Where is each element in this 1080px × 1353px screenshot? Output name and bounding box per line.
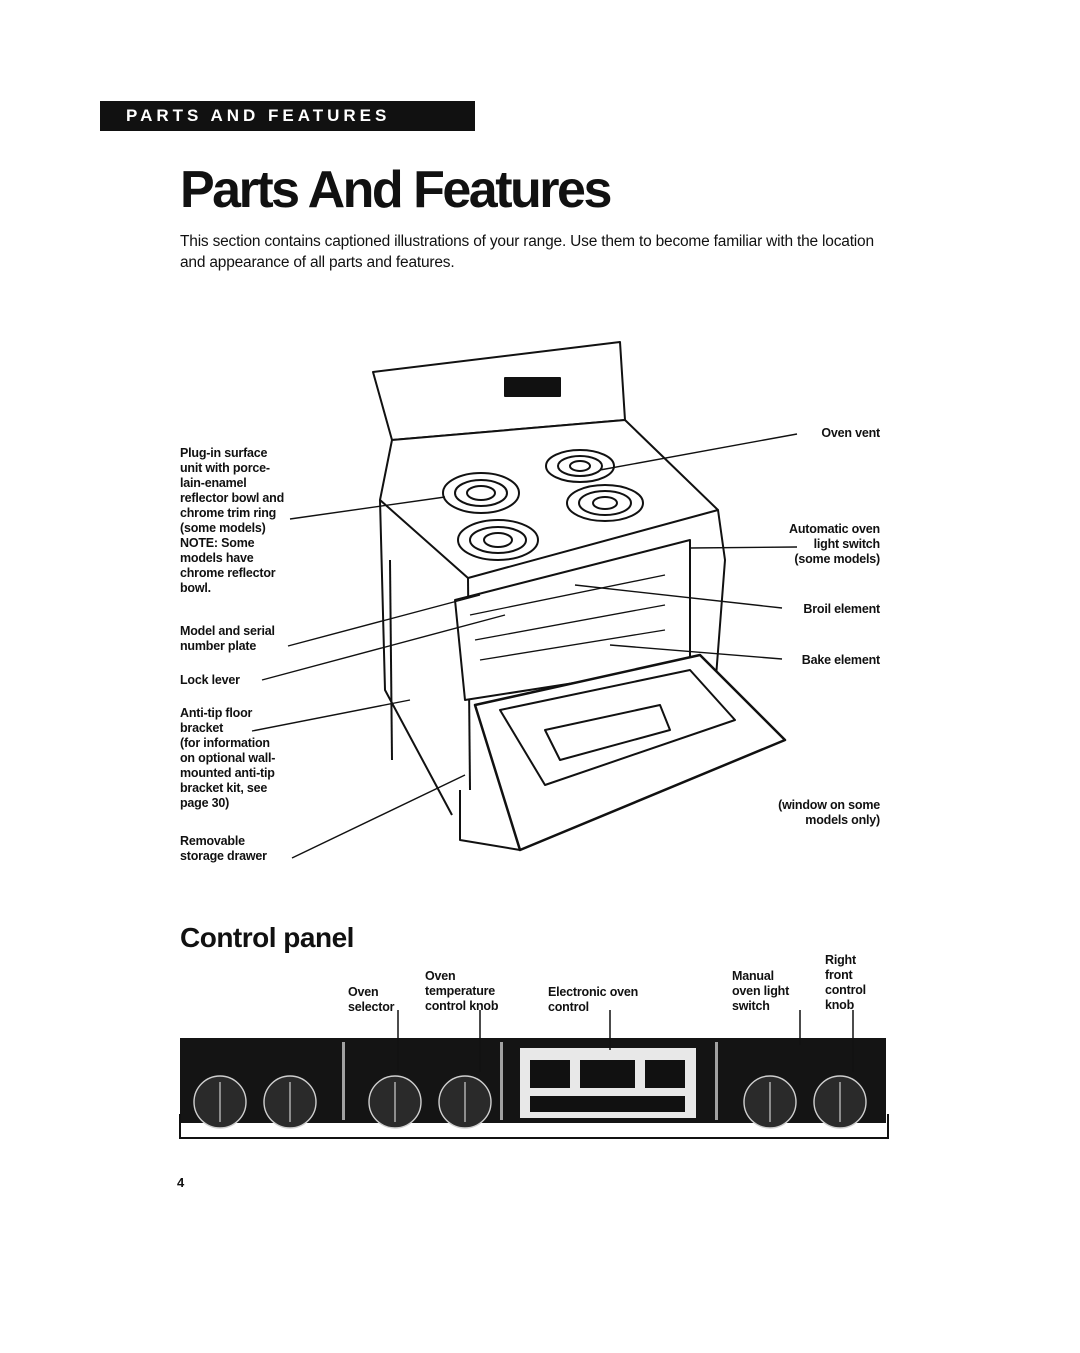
storage-drawer [459, 790, 521, 851]
intro-paragraph: This section contains captioned illustra… [180, 233, 874, 271]
label-bake-element: Bake element [801, 653, 880, 667]
label-storage-drawer: Removable storage drawer [180, 834, 267, 863]
label-right-front: Right front control knob [825, 953, 866, 1012]
label-oven-selector: Oven selector [348, 985, 395, 1014]
cooktop [379, 419, 719, 579]
control-panel-illustration [179, 1010, 889, 1139]
oven-door [473, 653, 787, 852]
label-oven-vent: Oven vent [821, 426, 880, 440]
label-window-note: (window on some models only) [778, 798, 880, 827]
label-model-plate: Model and serial number plate [180, 624, 275, 653]
door-window [499, 669, 736, 786]
label-anti-tip: Anti-tip floor bracket (for information … [180, 706, 276, 810]
label-light-switch: Automatic oven light switch (some models… [789, 522, 880, 566]
page-number: 4 [177, 1175, 185, 1190]
label-electronic-control: Electronic oven control [548, 985, 639, 1014]
label-temp-knob: Oven temperature control knob [425, 969, 499, 1013]
range-side [379, 499, 453, 816]
label-broil-element: Broil element [803, 602, 880, 616]
label-surface-unit: Plug-in surface unit with porce- lain-en… [180, 446, 285, 595]
surface-units [442, 449, 644, 561]
label-manual-light: Manual oven light switch [732, 969, 790, 1013]
page-title: Parts And Features [180, 161, 612, 219]
leader-lines [251, 433, 798, 859]
label-lock-lever: Lock lever [180, 673, 240, 687]
control-panel-heading: Control panel [180, 922, 354, 953]
section-banner: PARTS AND FEATURES [100, 101, 475, 131]
backguard-display [504, 377, 561, 397]
